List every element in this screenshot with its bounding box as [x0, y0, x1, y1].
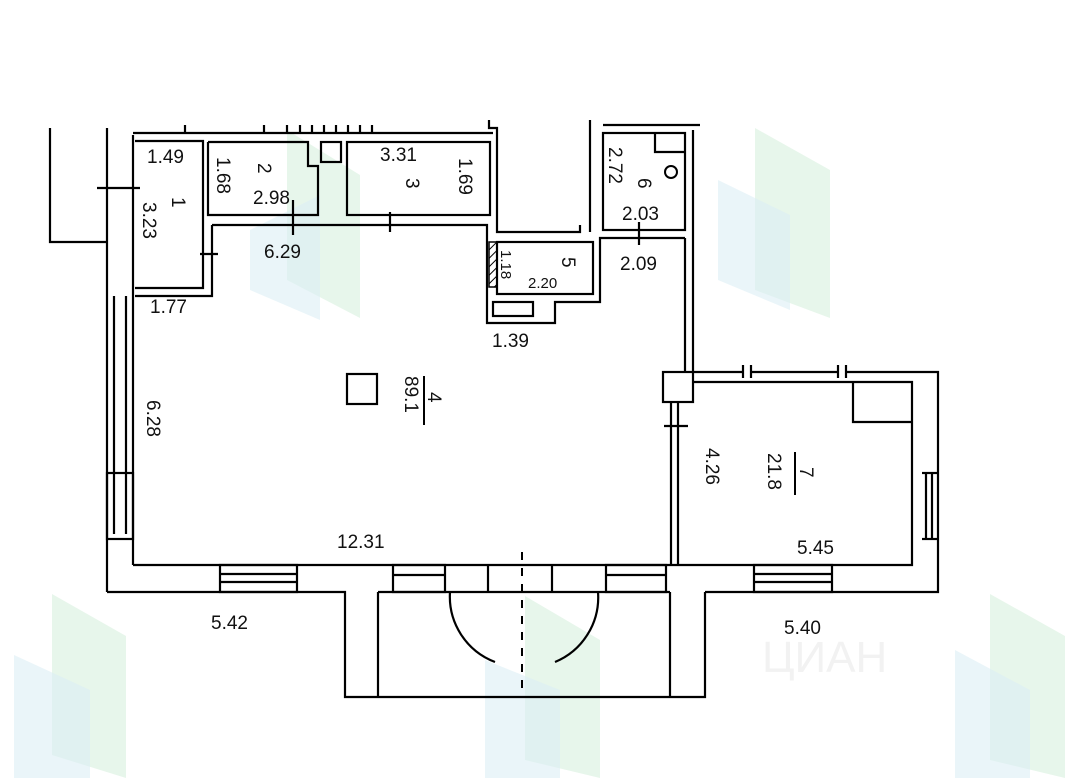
room-7-width: 4.26: [701, 448, 722, 485]
outer-dim-left: 5.42: [211, 613, 248, 634]
watermark-logo: ЦИАН: [762, 633, 887, 682]
room-3-length: 3.31: [380, 145, 417, 166]
room-4-dim-bottom: 12.31: [337, 532, 385, 553]
room-6-width: 2.03: [622, 204, 659, 225]
corridor-width: 2.09: [620, 254, 657, 275]
room-5-length: 2.20: [528, 275, 557, 292]
room-4-area: 89.1: [400, 376, 421, 413]
room-5-number: 5: [557, 257, 578, 268]
walls: [48, 120, 940, 699]
room-7-area: 21.8: [763, 453, 784, 490]
room-3-number: 3: [401, 178, 422, 189]
room-6-length: 2.72: [604, 147, 625, 184]
labels: 1.49 1 3.23 1.77 1.68 2 2.98 3.31 3 1.69…: [138, 145, 834, 639]
room-4-dim-top: 6.29: [264, 242, 301, 263]
room-1-length: 3.23: [138, 202, 159, 239]
room-1-number: 1: [167, 197, 188, 208]
room-5-width: 1.18: [497, 250, 514, 279]
room-4-dim-niche: 1.39: [492, 331, 529, 352]
room-4-number: 4: [423, 392, 444, 403]
room-2-width: 1.68: [212, 157, 233, 194]
room-3-width: 1.69: [454, 158, 475, 195]
outer-dim-right: 5.40: [784, 618, 821, 639]
room-7-number: 7: [795, 467, 816, 478]
room-2-length: 2.98: [253, 188, 290, 209]
room-1-width: 1.49: [147, 147, 184, 168]
room-4-dim-left: 6.28: [142, 400, 163, 437]
room-6-number: 6: [633, 178, 654, 189]
room-2-number: 2: [253, 163, 274, 174]
room-1-dim-bottom: 1.77: [150, 297, 187, 318]
watermarks: ЦИАН: [14, 128, 1065, 778]
room-7-length: 5.45: [797, 538, 834, 559]
